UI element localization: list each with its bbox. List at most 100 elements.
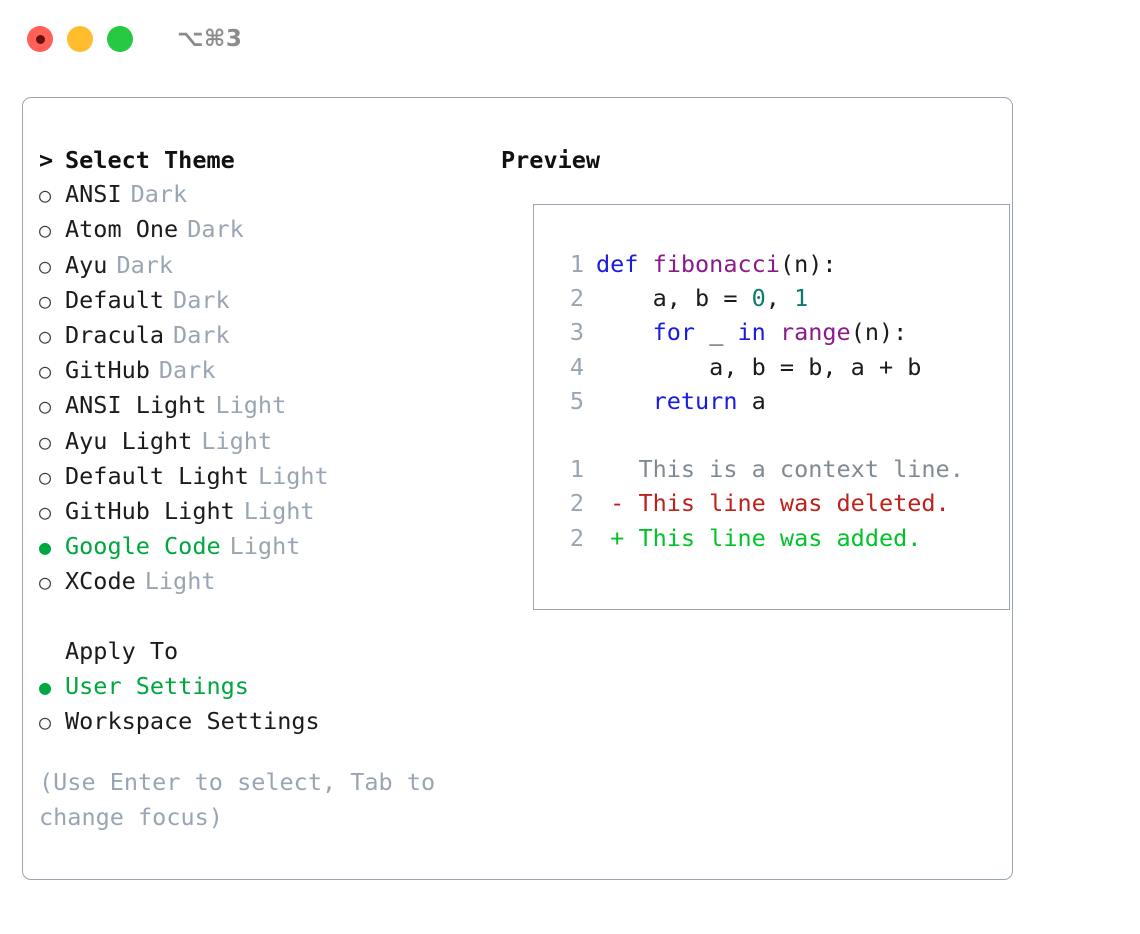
apply-to-option-label: Workspace Settings bbox=[65, 707, 320, 736]
theme-item-variant-tag: Light bbox=[201, 426, 273, 455]
theme-item-name: Default bbox=[65, 285, 165, 314]
theme-item-variant-tag: Light bbox=[257, 461, 329, 490]
theme-item-name: Ayu Light bbox=[65, 426, 193, 455]
close-window-button[interactable] bbox=[27, 26, 53, 52]
diff-line: 1 This is a context line. bbox=[554, 452, 1001, 486]
theme-item-variant-tag: Light bbox=[215, 391, 287, 420]
code-token-punc: (n): bbox=[779, 250, 837, 278]
minimize-window-button[interactable] bbox=[67, 26, 93, 52]
traffic-light-group bbox=[27, 26, 133, 52]
theme-item-name: ANSI bbox=[65, 180, 122, 209]
code-line: 4 a, b = b, a + b bbox=[554, 350, 1001, 384]
theme-item-name: Atom One bbox=[65, 215, 179, 244]
select-theme-title: Select Theme bbox=[65, 146, 235, 174]
diff-line: 2 - This line was deleted. bbox=[554, 486, 1001, 520]
code-token-id: a, b = bbox=[596, 284, 752, 313]
radio-unselected-icon: ○ bbox=[39, 710, 52, 735]
line-number: 1 bbox=[569, 455, 584, 484]
radio-unselected-icon: ○ bbox=[39, 218, 52, 243]
apply-to-list: ●User Settings ○ Workspace Settings bbox=[39, 669, 489, 739]
maximize-window-button[interactable] bbox=[107, 26, 133, 52]
radio-unselected-icon: ○ bbox=[39, 394, 52, 419]
code-token-num: 0 bbox=[751, 284, 766, 313]
code-token-id: _ bbox=[695, 318, 738, 347]
theme-item-variant-tag: Light bbox=[229, 532, 301, 561]
theme-item-variant-tag: Light bbox=[144, 567, 216, 596]
radio-unselected-icon: ○ bbox=[39, 324, 52, 349]
radio-unselected-icon: ○ bbox=[39, 500, 52, 525]
line-number: 2 bbox=[569, 284, 584, 313]
code-token-fn: range bbox=[779, 318, 851, 347]
theme-list-item[interactable]: ○ Ayu Light Light bbox=[39, 424, 489, 459]
radio-unselected-icon: ○ bbox=[39, 570, 52, 595]
code-line-text: def fibonacci(n): bbox=[596, 247, 837, 281]
apply-to-title: Apply To bbox=[65, 636, 179, 665]
diff-line-text: This is a context line. bbox=[596, 455, 964, 484]
code-token-punc bbox=[766, 318, 780, 346]
code-diff-spacer bbox=[554, 418, 1001, 452]
theme-item-name: GitHub bbox=[65, 356, 150, 385]
line-number: 4 bbox=[569, 352, 584, 381]
theme-item-variant-tag: Dark bbox=[116, 250, 174, 279]
code-line-text: a, b = b, a + b bbox=[596, 350, 921, 384]
apply-to-option[interactable]: ○ Workspace Settings bbox=[39, 704, 489, 739]
theme-item-variant-tag: Dark bbox=[173, 321, 230, 350]
code-line: 5 return a bbox=[554, 384, 1001, 418]
radio-unselected-icon: ○ bbox=[39, 429, 52, 454]
code-token-kw: for bbox=[652, 318, 696, 347]
code-token-fn: fibonacci bbox=[652, 250, 780, 278]
code-token-num: 1 bbox=[794, 284, 809, 313]
radio-selected-icon: ● bbox=[39, 535, 52, 560]
apply-to-option-label: User Settings bbox=[65, 672, 249, 701]
code-line: 1 def fibonacci(n): bbox=[554, 247, 1001, 281]
theme-list-item[interactable]: ○ Dracula Dark bbox=[39, 318, 489, 353]
code-token-punc bbox=[596, 387, 653, 415]
theme-item-variant-tag: Dark bbox=[173, 285, 230, 314]
code-token-kw: def bbox=[596, 250, 653, 278]
code-line-text: a, b = 0, 1 bbox=[596, 281, 809, 315]
code-token-id: a bbox=[737, 386, 766, 415]
code-token-punc: , bbox=[765, 284, 795, 313]
theme-item-name: Default Light bbox=[65, 461, 249, 490]
title-bar: ⌥⌘3 bbox=[0, 0, 1140, 78]
radio-unselected-icon: ○ bbox=[39, 288, 52, 313]
code-token-kw: in bbox=[737, 318, 766, 347]
line-number: 1 bbox=[569, 250, 584, 278]
line-number: 3 bbox=[569, 318, 584, 347]
apply-to-option[interactable]: ●User Settings bbox=[39, 669, 489, 704]
theme-item-name: Ayu bbox=[65, 250, 108, 279]
theme-list-item[interactable]: ● Google Code Light bbox=[39, 529, 489, 564]
diff-line-text: + This line was added. bbox=[596, 523, 922, 552]
radio-unselected-icon: ○ bbox=[39, 253, 52, 278]
theme-item-name: Google Code bbox=[65, 532, 221, 561]
line-number: 5 bbox=[569, 386, 584, 415]
select-theme-header: > Select Theme bbox=[39, 143, 489, 177]
list-spacer bbox=[39, 600, 489, 634]
selection-arrow-icon: > bbox=[39, 146, 54, 174]
keyboard-hint-text: (Use Enter to select, Tab to change focu… bbox=[39, 768, 436, 831]
diff-line-text: - This line was deleted. bbox=[596, 489, 950, 518]
radio-unselected-icon: ○ bbox=[39, 359, 52, 384]
theme-list-item[interactable]: ○ Ayu Dark bbox=[39, 248, 489, 283]
theme-list-item[interactable]: ○ Default Dark bbox=[39, 283, 489, 318]
preview-title: Preview bbox=[501, 146, 601, 174]
theme-item-name: Dracula bbox=[65, 321, 165, 350]
keyboard-shortcut-label: ⌥⌘3 bbox=[177, 26, 243, 52]
theme-item-variant-tag: Dark bbox=[130, 180, 188, 209]
code-token-punc: (n): bbox=[850, 318, 908, 347]
code-token-punc bbox=[596, 318, 653, 346]
code-token-kw: return bbox=[652, 386, 738, 415]
code-line: 3 for _ in range(n): bbox=[554, 315, 1001, 349]
apply-to-bullet-placeholder: ○ bbox=[39, 635, 65, 669]
